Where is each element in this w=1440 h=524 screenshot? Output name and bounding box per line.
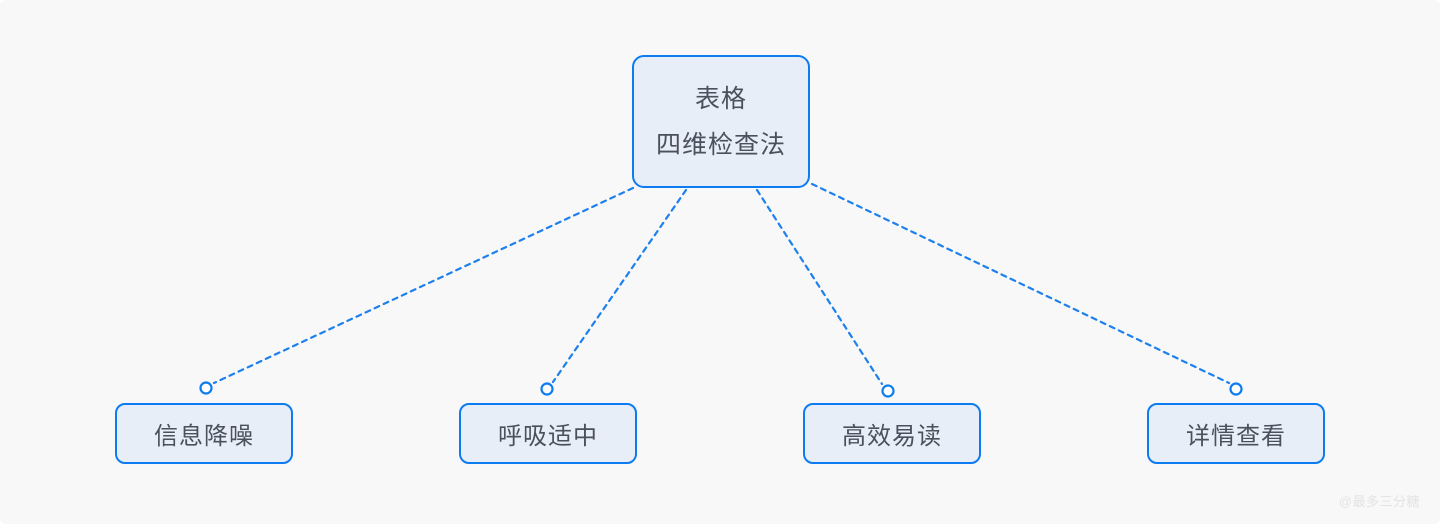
connector-line-3 [755, 188, 884, 386]
root-node-title-line-2: 四维检查法 [655, 130, 786, 159]
leaf-node-label: 高效易读 [842, 423, 942, 450]
leaf-node-1[interactable]: 信息降噪 [115, 403, 293, 464]
connector-endpoint-3 [881, 384, 895, 398]
leaf-node-3[interactable]: 高效易读 [803, 403, 981, 464]
connector-endpoint-2 [540, 382, 554, 396]
root-node-title-line-1: 表格 [694, 84, 747, 113]
leaf-node-label: 信息降噪 [154, 423, 254, 450]
leaf-node-2[interactable]: 呼吸适中 [459, 403, 637, 464]
root-node[interactable]: 表格 四维检查法 [632, 55, 810, 188]
connector-endpoint-4 [1229, 382, 1243, 396]
connector-line-1 [212, 186, 635, 385]
watermark: @最多三分糖 [1338, 494, 1420, 509]
leaf-node-label: 呼吸适中 [498, 423, 598, 450]
connector-line-4 [810, 182, 1231, 385]
connector-endpoint-1 [199, 381, 213, 395]
leaf-node-4[interactable]: 详情查看 [1147, 403, 1325, 464]
connector-line-2 [551, 188, 688, 384]
leaf-node-label: 详情查看 [1186, 423, 1286, 450]
